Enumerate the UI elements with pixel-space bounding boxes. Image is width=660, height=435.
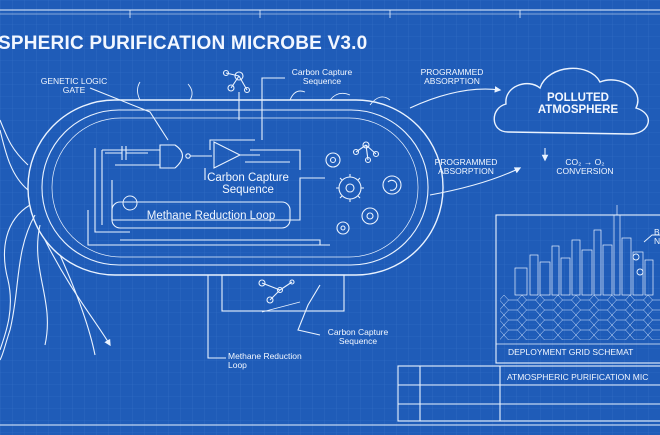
label-line: Carbon Capture <box>291 67 353 77</box>
label-line: PROGRAMMED <box>420 67 484 77</box>
leader-line-gate <box>89 87 169 141</box>
carbon-capture-label-bottom: Carbon Capture Sequence <box>322 328 394 346</box>
title-block <box>397 365 660 422</box>
flagellum <box>0 129 29 191</box>
hex-grid-floor <box>500 295 660 340</box>
label-line: ATMOSPHERE <box>537 104 619 117</box>
logic-gate-icon <box>159 144 184 169</box>
label-line: Methane Reduction <box>228 351 302 361</box>
label-line: ABSORPTION <box>438 165 494 176</box>
label-line: Carbon Capture <box>207 172 289 184</box>
cell-membrane-third <box>51 117 419 258</box>
label-line: PROGRAMMED <box>434 157 498 167</box>
carbon-capture-label-center: Carbon Capture Sequence <box>196 172 300 196</box>
bottom-module-box <box>221 274 345 312</box>
programmed-absorption-label-bottom: PROGRAMMED ABSORPTION <box>428 158 504 176</box>
molecule-icon-top <box>222 69 251 120</box>
molecule-ring-icon <box>122 195 138 211</box>
deployment-grid-panel <box>495 214 660 364</box>
gear-icon <box>325 152 341 168</box>
deployment-grid-caption: DEPLOYMENT GRID SCHEMAT <box>508 347 634 357</box>
polluted-atmosphere-label: POLLUTED ATMOSPHERE <box>532 92 624 116</box>
amplifier-icon <box>213 141 242 169</box>
molecule-icon-bottom <box>258 279 295 304</box>
label-line: GENETIC LOGIC <box>40 76 108 86</box>
label-line: Sequence <box>222 184 274 197</box>
label-line: GATE <box>62 84 86 95</box>
methane-loop-label-bottom: Methane Reduction Loop <box>228 352 318 370</box>
absorption-arrow-bottom <box>429 167 522 196</box>
leader-line-carbon-bottom <box>297 284 321 336</box>
co2-conversion-label: CO₂ → O₂ CONVERSION <box>545 158 625 176</box>
label-line: ABSORPTION <box>424 75 480 86</box>
methane-loop-label-center: Methane Reduction Loop <box>146 210 276 222</box>
gear-icon <box>336 221 350 235</box>
gear-icon <box>382 175 402 195</box>
flagellum <box>0 204 31 351</box>
label-line: B <box>654 227 660 237</box>
cell-inner-membrane <box>41 109 429 266</box>
label-line: Carbon Capture <box>327 327 389 337</box>
genetic-logic-gate-label: GENETIC LOGIC GATE <box>38 77 110 95</box>
label-line: N <box>654 235 660 246</box>
gear-icon <box>336 174 364 202</box>
circuit-trace <box>94 148 130 233</box>
programmed-absorption-label-top: PROGRAMMED ABSORPTION <box>414 68 490 86</box>
leader-line-carbon-top <box>261 77 285 140</box>
gear-icon <box>361 207 379 225</box>
label-line: POLLUTED <box>547 92 609 104</box>
city-skyline <box>514 205 654 296</box>
label-line: Loop <box>228 359 247 370</box>
label-line: Sequence <box>338 335 378 346</box>
molecule-node-icon <box>352 141 380 164</box>
carbon-capture-label-top: Carbon Capture Sequence <box>286 68 358 86</box>
label-line: CO₂ → O₂ <box>565 157 605 167</box>
polluted-atmosphere-cloud <box>493 67 649 135</box>
title-block-text: ATMOSPHERIC PURIFICATION MIC <box>507 372 649 382</box>
methane-loop-box <box>111 201 291 229</box>
label-line: Sequence <box>302 75 342 86</box>
page-title: SPHERIC PURIFICATION MICROBE V3.0 <box>0 33 368 54</box>
absorption-arrow-top <box>409 86 502 109</box>
label-line: CONVERSION <box>556 165 614 176</box>
partial-city-tag: B N <box>654 228 660 246</box>
leader-line-methane-bottom <box>207 275 226 359</box>
